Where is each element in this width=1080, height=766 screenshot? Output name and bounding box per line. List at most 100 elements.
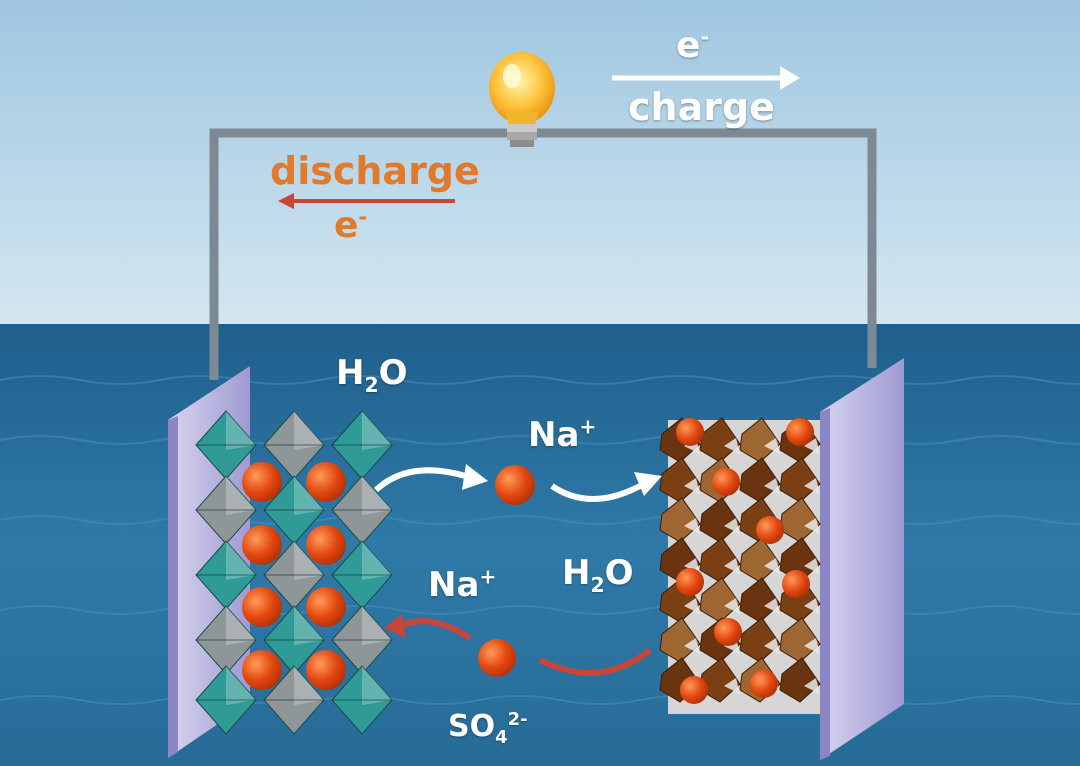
polyhedron-white	[724, 598, 740, 614]
polyhedron-brown	[779, 537, 821, 583]
polyhedron-brown	[739, 617, 781, 663]
polyhedron-white	[804, 678, 820, 694]
sodium-bottom-symbol: Na	[428, 565, 480, 605]
polyhedron-brown	[739, 457, 781, 503]
polyhedron-white	[684, 478, 700, 494]
sodium-ion	[306, 525, 346, 565]
polyhedron-white	[724, 438, 740, 454]
water-label-right: H2O	[562, 553, 634, 595]
water-right-o: O	[604, 553, 634, 593]
water-left-h: H	[336, 353, 365, 393]
sodium-ion	[478, 639, 516, 677]
discharge-electron-charge: -	[358, 205, 368, 230]
sodium-ion	[242, 587, 282, 627]
circuit-wire	[209, 128, 877, 380]
polyhedron-white	[804, 518, 820, 534]
polyhedron-white	[764, 478, 780, 494]
charge-electron-charge: -	[700, 25, 710, 50]
discharge-label: discharge	[270, 149, 480, 193]
polyhedron-brown	[699, 537, 741, 583]
sodium-ion	[750, 670, 778, 698]
octahedron-teal	[195, 540, 257, 610]
polyhedron-brown	[699, 417, 741, 463]
polyhedron-white	[764, 598, 780, 614]
polyhedron-white	[724, 558, 740, 574]
octahedron-teal	[195, 665, 257, 735]
discharge-arrow	[278, 193, 455, 209]
sodium-ion	[306, 650, 346, 690]
polyhedron-brown	[739, 537, 781, 583]
sodium-ion	[242, 650, 282, 690]
water-right-sub: 2	[590, 572, 605, 597]
water-right-h: H	[562, 553, 591, 593]
right-crystal-structure	[659, 417, 821, 714]
sodium-ion	[676, 568, 704, 596]
octahedron-teal	[331, 665, 393, 735]
sulfate-symbol: SO	[448, 709, 496, 744]
polyhedron-brown	[699, 497, 741, 543]
water-left-sub: 2	[364, 372, 379, 397]
polyhedron-white	[724, 678, 740, 694]
polyhedron-white	[804, 598, 820, 614]
polyhedron-white	[684, 638, 700, 654]
water-left-o: O	[378, 353, 408, 393]
charge-arrow	[612, 66, 800, 90]
sodium-label-bottom: Na+	[428, 564, 497, 605]
polyhedron-brown	[659, 497, 701, 543]
right-electrode	[820, 358, 904, 760]
polyhedron-white	[804, 478, 820, 494]
sodium-ion	[306, 587, 346, 627]
polyhedron-brown	[779, 457, 821, 503]
sodium-ion	[242, 462, 282, 502]
sodium-top-symbol: Na	[528, 415, 580, 455]
octahedron-gray	[195, 605, 257, 675]
polyhedron-white	[724, 518, 740, 534]
octahedron-teal	[263, 475, 325, 545]
octahedron-gray	[195, 475, 257, 545]
sodium-ion	[782, 570, 810, 598]
sodium-transport-top-arrow	[373, 464, 662, 502]
octahedron-gray	[263, 540, 325, 610]
water-label-left: H2O	[336, 353, 408, 395]
sky	[0, 0, 1080, 326]
sodium-ion	[306, 462, 346, 502]
polyhedron-white	[684, 518, 700, 534]
polyhedron-white	[804, 558, 820, 574]
octahedron-teal	[331, 410, 393, 480]
sodium-ion	[242, 525, 282, 565]
sodium-ion	[712, 468, 740, 496]
left-crystal-structure	[195, 410, 393, 735]
sodium-top-charge: +	[579, 414, 597, 439]
polyhedron-brown	[739, 417, 781, 463]
charge-electron-label: e-	[676, 25, 710, 66]
polyhedron-white	[804, 438, 820, 454]
sulfate-sub: 4	[495, 727, 508, 748]
octahedron-gray	[263, 410, 325, 480]
polyhedron-white	[764, 558, 780, 574]
sodium-ion	[680, 676, 708, 704]
octahedron-gray	[263, 665, 325, 735]
polyhedron-brown	[699, 577, 741, 623]
sodium-label-top: Na+	[528, 414, 597, 455]
polyhedron-white	[764, 638, 780, 654]
sodium-transport-bottom-arrow	[384, 614, 652, 676]
octahedron-teal	[331, 540, 393, 610]
polyhedron-white	[804, 638, 820, 654]
discharge-electron-label: e-	[334, 205, 368, 246]
discharge-electron-symbol: e	[334, 205, 359, 246]
sodium-ion	[786, 418, 814, 446]
sodium-ion	[676, 418, 704, 446]
polyhedron-brown	[779, 617, 821, 663]
sodium-ion	[756, 516, 784, 544]
polyhedron-white	[764, 438, 780, 454]
charge-label: charge	[628, 85, 775, 129]
sulfate-charge: 2-	[507, 709, 528, 730]
charge-electron-symbol: e	[676, 25, 701, 66]
polyhedron-brown	[779, 657, 821, 703]
light-bulb-icon	[489, 52, 555, 147]
sodium-ion	[495, 465, 535, 505]
polyhedron-brown	[659, 617, 701, 663]
octahedron-gray	[331, 605, 393, 675]
sodium-bottom-charge: +	[479, 564, 497, 589]
